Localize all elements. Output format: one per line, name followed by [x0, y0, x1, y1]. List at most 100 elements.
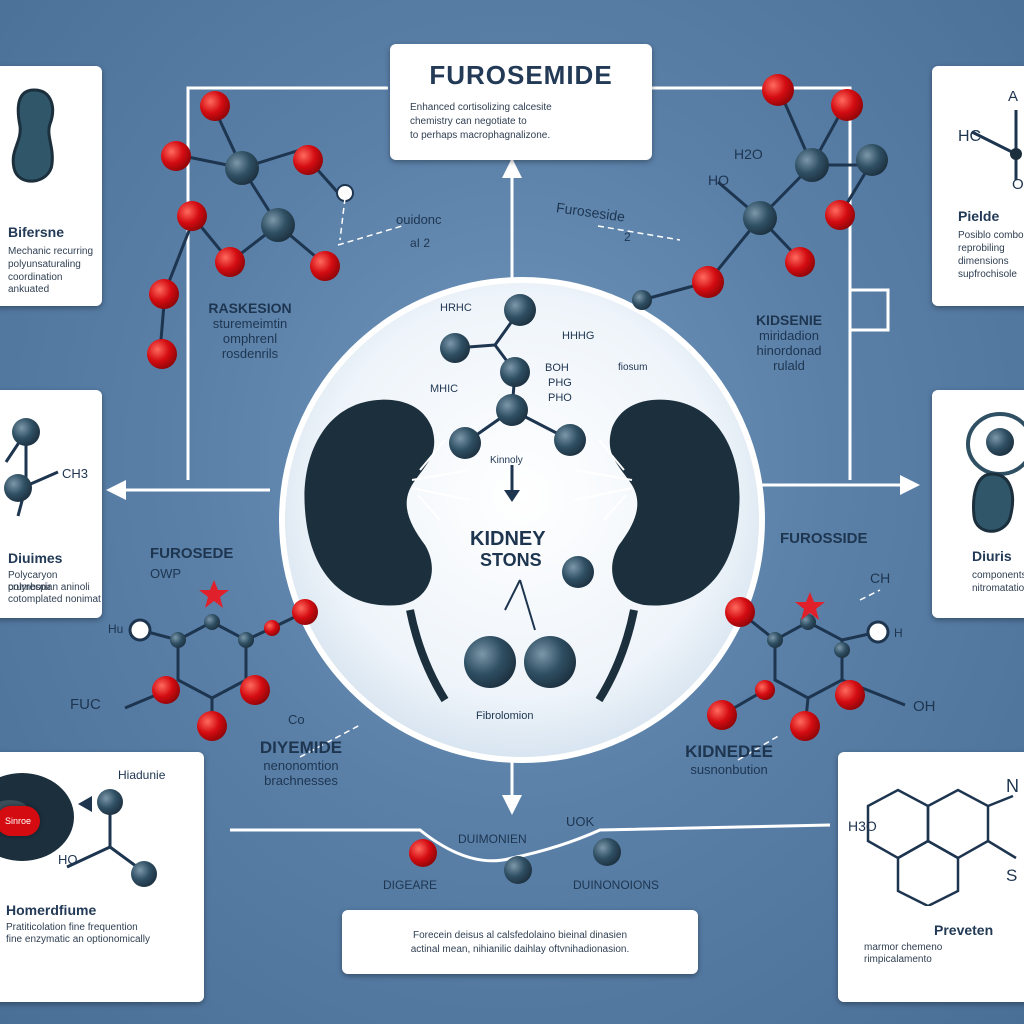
left-lower-label: DIYEMIDE nenonomtion brachnesses — [236, 738, 366, 788]
top-ho-label: HO — [708, 172, 729, 188]
right-upper-label: KIDSENIE miridadion hinordonad rulald — [730, 312, 848, 373]
right-upper-label-1: KIDSENIE — [755, 312, 823, 328]
bottom-right-label: DUINONOIONS — [573, 878, 660, 892]
capsule-icon — [11, 88, 55, 183]
left-card-1-line-1: Mechanic recurring — [8, 246, 94, 257]
kidney-left-icon — [304, 399, 471, 703]
top-card-title: FUROSEMIDE — [429, 60, 613, 90]
left-card-2-title: Diuimes — [8, 550, 63, 566]
left-co-label: Co — [288, 712, 305, 727]
right-card-1-atom-a: A — [1008, 88, 1019, 105]
right-card-1-atom-o: O — [1012, 176, 1024, 193]
bottom-card-line-1: Forecein deisus al calsfedolaino bieinal… — [412, 930, 628, 941]
center-atom-label-2: MHIC — [430, 383, 459, 395]
left-hu-label: Hu — [108, 622, 124, 636]
left-card-2-ch3: CH3 — [62, 466, 89, 481]
arrow-left — [106, 480, 126, 500]
left-card-2-line-1: Polycaryon polyrespir — [8, 570, 58, 593]
left-upper-label-3: omphrenl — [222, 331, 278, 346]
center-caption: Fibrolomion — [476, 710, 534, 722]
right-card-1-line-1: Posiblo combo — [958, 230, 1024, 241]
right-lower-label: KIDNEDEE susnonbution — [664, 742, 794, 777]
left-card-3-line-1: Pratiticolation fine frequention — [6, 922, 138, 933]
left-card-3: Sinroe Hiadunie HO Homerdfiume Pratitico… — [0, 752, 204, 1002]
bottom-card-line-2: actinal mean, nihianilic daihlay oftvnih… — [410, 944, 630, 955]
left-upper-label-4: rosdenrils — [221, 346, 279, 361]
bottom-center-label: DUIMONIEN — [458, 832, 527, 846]
center-atom-label-5: PHO — [548, 392, 572, 404]
star-left-icon — [199, 580, 229, 608]
left-card-1-line-3: coordination ankuated — [8, 272, 63, 295]
molecule-left-middle-atoms — [128, 599, 318, 741]
left-lower-label-1: DIYEMIDE — [259, 738, 343, 757]
central-circle — [279, 277, 765, 763]
molecule-ch3-icon — [4, 418, 59, 517]
right-card-1-atom-hc: HC — [958, 128, 982, 145]
right-card-3: N H3O S Preveten marmor chemeno rimpical… — [838, 752, 1024, 1002]
top-card-line-2: chemistry can negotiate to — [410, 116, 527, 127]
right-card-3-atom-h3o: H3O — [848, 818, 877, 834]
right-upper-label-2: miridadion — [759, 328, 819, 343]
left-card-1-title: Bifersne — [8, 224, 65, 240]
right-card-1: A HC O Pielde Posiblo combo reprobiling … — [932, 66, 1024, 306]
arrow-right — [900, 475, 920, 495]
right-lower-label-1: KIDNEDEE — [685, 742, 773, 761]
right-card-2-line-2: nitromatation — [972, 583, 1024, 594]
left-lower-label-3: brachnesses — [264, 773, 338, 788]
right-card-1-line-2: reprobiling — [958, 243, 1005, 254]
center-atom-label-4: PHG — [548, 377, 572, 389]
capsule-atom-icon — [966, 412, 1024, 533]
right-card-3-line-1: marmor chemeno — [864, 942, 943, 953]
left-upper-label: RASKESION sturemeimtin omphrenl rosdenri… — [195, 300, 305, 361]
top-card-line-3: to perhaps macrophagnalizone. — [410, 130, 551, 141]
right-card-2-line-1: components — [972, 570, 1024, 581]
right-ch-label: CH — [870, 570, 891, 586]
left-card-3-line-2: fine enzymatic an optionomically — [6, 934, 150, 945]
left-fuc-label: FUC — [70, 696, 101, 713]
center-small-label: Kinnoly — [490, 455, 523, 466]
bottom-left-label: DIGEARE — [383, 878, 438, 892]
right-card-3-atom-s: S — [1006, 866, 1018, 885]
center-atom-label-3: BOH — [545, 362, 569, 374]
left-card-3-label-ho: HO — [58, 852, 78, 867]
top-card-line-1: Enhanced cortisolizing calcesite — [410, 102, 552, 113]
kidney-stone-arrow — [504, 490, 520, 502]
right-lower-label-2: susnonbution — [690, 762, 768, 777]
left-furosede-label: FUROSEDE — [150, 545, 234, 562]
right-card-1-title: Pielde — [958, 208, 1000, 224]
right-card-2-title: Diuris — [972, 548, 1012, 564]
kidney-right-icon — [573, 399, 740, 703]
right-h-label: H — [894, 626, 903, 640]
right-card-3-atom-n: N — [1006, 776, 1019, 796]
right-oh-label: OH — [913, 698, 936, 715]
right-furoside-label: FUROSSIDE — [780, 530, 868, 547]
left-upper-label-2: sturemeimtin — [212, 316, 288, 331]
bottom-uok-label: UOK — [566, 814, 595, 829]
left-card-2-line-2: crumborian aninoli — [8, 582, 90, 593]
left-card-3-title: Homerdfiume — [6, 902, 97, 918]
right-card-2: Diuris components nitromatation — [932, 390, 1024, 618]
star-right-icon — [795, 592, 825, 620]
left-card-2: CH3 Diuimes Polycaryon polyrespir crumbo… — [0, 390, 102, 618]
top-hhhg-label: HHHG — [562, 330, 595, 342]
top-fiosum-label: fiosum — [618, 362, 648, 373]
ring-structure-icon — [866, 788, 1017, 906]
center-stons-label: STONS — [480, 550, 542, 570]
molecule-top-right — [641, 91, 872, 302]
bottom-info-card: Forecein deisus al calsfedolaino bieinal… — [342, 910, 698, 974]
left-card-2-line-3: cotomplated nonimat — [8, 594, 101, 605]
right-card-1-line-3: dimensions — [958, 256, 1009, 267]
center-kidney-label: KIDNEY — [470, 528, 546, 550]
left-owp-label: OWP — [150, 566, 182, 581]
center-atom-label-1: HRHC — [440, 302, 472, 314]
left-card-1: Bifersne Mechanic recurring polyunsatura… — [0, 66, 102, 306]
arrow-heads — [106, 158, 920, 815]
right-upper-label-4: rulald — [773, 358, 805, 373]
molecule-right-middle-atoms — [707, 597, 890, 741]
molecule-top-left-atoms — [147, 91, 354, 369]
top-info-card: FUROSEMIDE Enhanced cortisolizing calces… — [390, 44, 652, 160]
top-ouidonc-label: ouidonc — [396, 212, 442, 227]
left-upper-label-1: RASKESION — [208, 300, 292, 316]
molecule-hc-icon — [971, 110, 1022, 180]
